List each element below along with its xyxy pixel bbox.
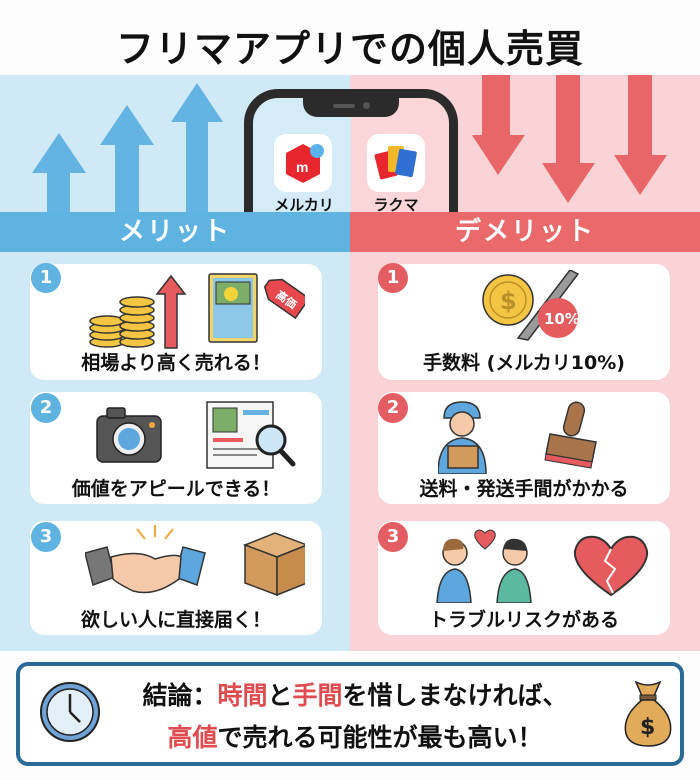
clock-icon: [40, 682, 100, 742]
merit-text-1: 相場より高く売れる！: [81, 352, 271, 374]
demerit-card-1: $ 10% 手数料 (メルカリ10%): [378, 264, 670, 380]
mercari-app-icon[interactable]: m: [274, 134, 332, 192]
demerit-card-2: 送料・発送手間がかかる: [378, 392, 670, 504]
handshake-icon: [85, 525, 305, 597]
broken-heart-icon: [573, 535, 649, 597]
merit-badge-2: 2: [31, 393, 61, 423]
merit-card-1: 高価 相場より高く売れる！: [30, 264, 322, 380]
svg-text:$: $: [640, 715, 655, 740]
demerit-card-3: トラブルリスクがある: [378, 521, 670, 635]
cardboard-box-icon: [242, 532, 305, 597]
trading-card-icon: [208, 273, 258, 343]
svg-text:$: $: [500, 287, 517, 315]
rakuma-icon: [374, 146, 417, 180]
conclusion-line-1: 結論：時間と手間を惜しまなければ、: [142, 681, 568, 710]
merit-text-3: 欲しい人に直接届く！: [80, 609, 271, 631]
coin-stack-icon: 高価: [89, 273, 305, 349]
delivery-person-icon: [438, 401, 597, 474]
rakuma-label: ラクマ: [373, 196, 419, 212]
demerit-badge-3: 3: [378, 522, 408, 552]
merit-heading: メリット: [0, 212, 350, 252]
demerit-badge-1: 1: [378, 263, 408, 293]
smartphone: m メルカリ ラクマ: [244, 89, 458, 212]
mercari-label: メルカリ: [274, 196, 334, 212]
merit-badge-1: 1: [31, 263, 61, 293]
listing-magnifier-icon: [206, 401, 296, 469]
stamp-icon: [544, 401, 597, 469]
conclusion-box: 結論：時間と手間を惜しまなければ、 高値で売れる可能性が最も高い！ $: [16, 662, 684, 766]
conclusion-line-2: 高値で売れる可能性が最も高い！: [167, 723, 543, 752]
demerit-text-3: トラブルリスクがある: [428, 609, 619, 631]
merit-badge-3: 3: [31, 522, 61, 552]
demerit-text-2: 送料・発送手間がかかる: [419, 478, 629, 500]
svg-text:10%: 10%: [544, 310, 580, 328]
up-arrow-icon: [155, 274, 187, 349]
merit-text-2: 価値をアピールできる！: [71, 478, 281, 500]
camera-icon: [96, 401, 296, 469]
merit-card-2: 価値をアピールできる！: [30, 392, 322, 504]
rakuma-app-icon[interactable]: [367, 134, 425, 192]
page-title: フリマアプリでの個人売買: [115, 27, 584, 71]
up-arrows-icon: [32, 83, 223, 215]
price-tag-icon: 高価: [263, 278, 305, 320]
demerit-badge-2: 2: [378, 393, 408, 423]
merit-card-3: 欲しい人に直接届く！: [30, 521, 322, 635]
demerit-text-1: 手数料 (メルカリ10%): [423, 352, 625, 374]
svg-text:m: m: [296, 159, 308, 175]
arguing-people-icon: [436, 529, 649, 603]
coin-knife-icon: $ 10%: [482, 270, 580, 341]
down-arrows-icon: [472, 75, 667, 203]
money-bag-icon: $: [624, 680, 672, 747]
phone-notch: [303, 98, 399, 117]
mercari-icon: m: [286, 144, 324, 183]
demerit-heading: デメリット: [350, 212, 700, 252]
